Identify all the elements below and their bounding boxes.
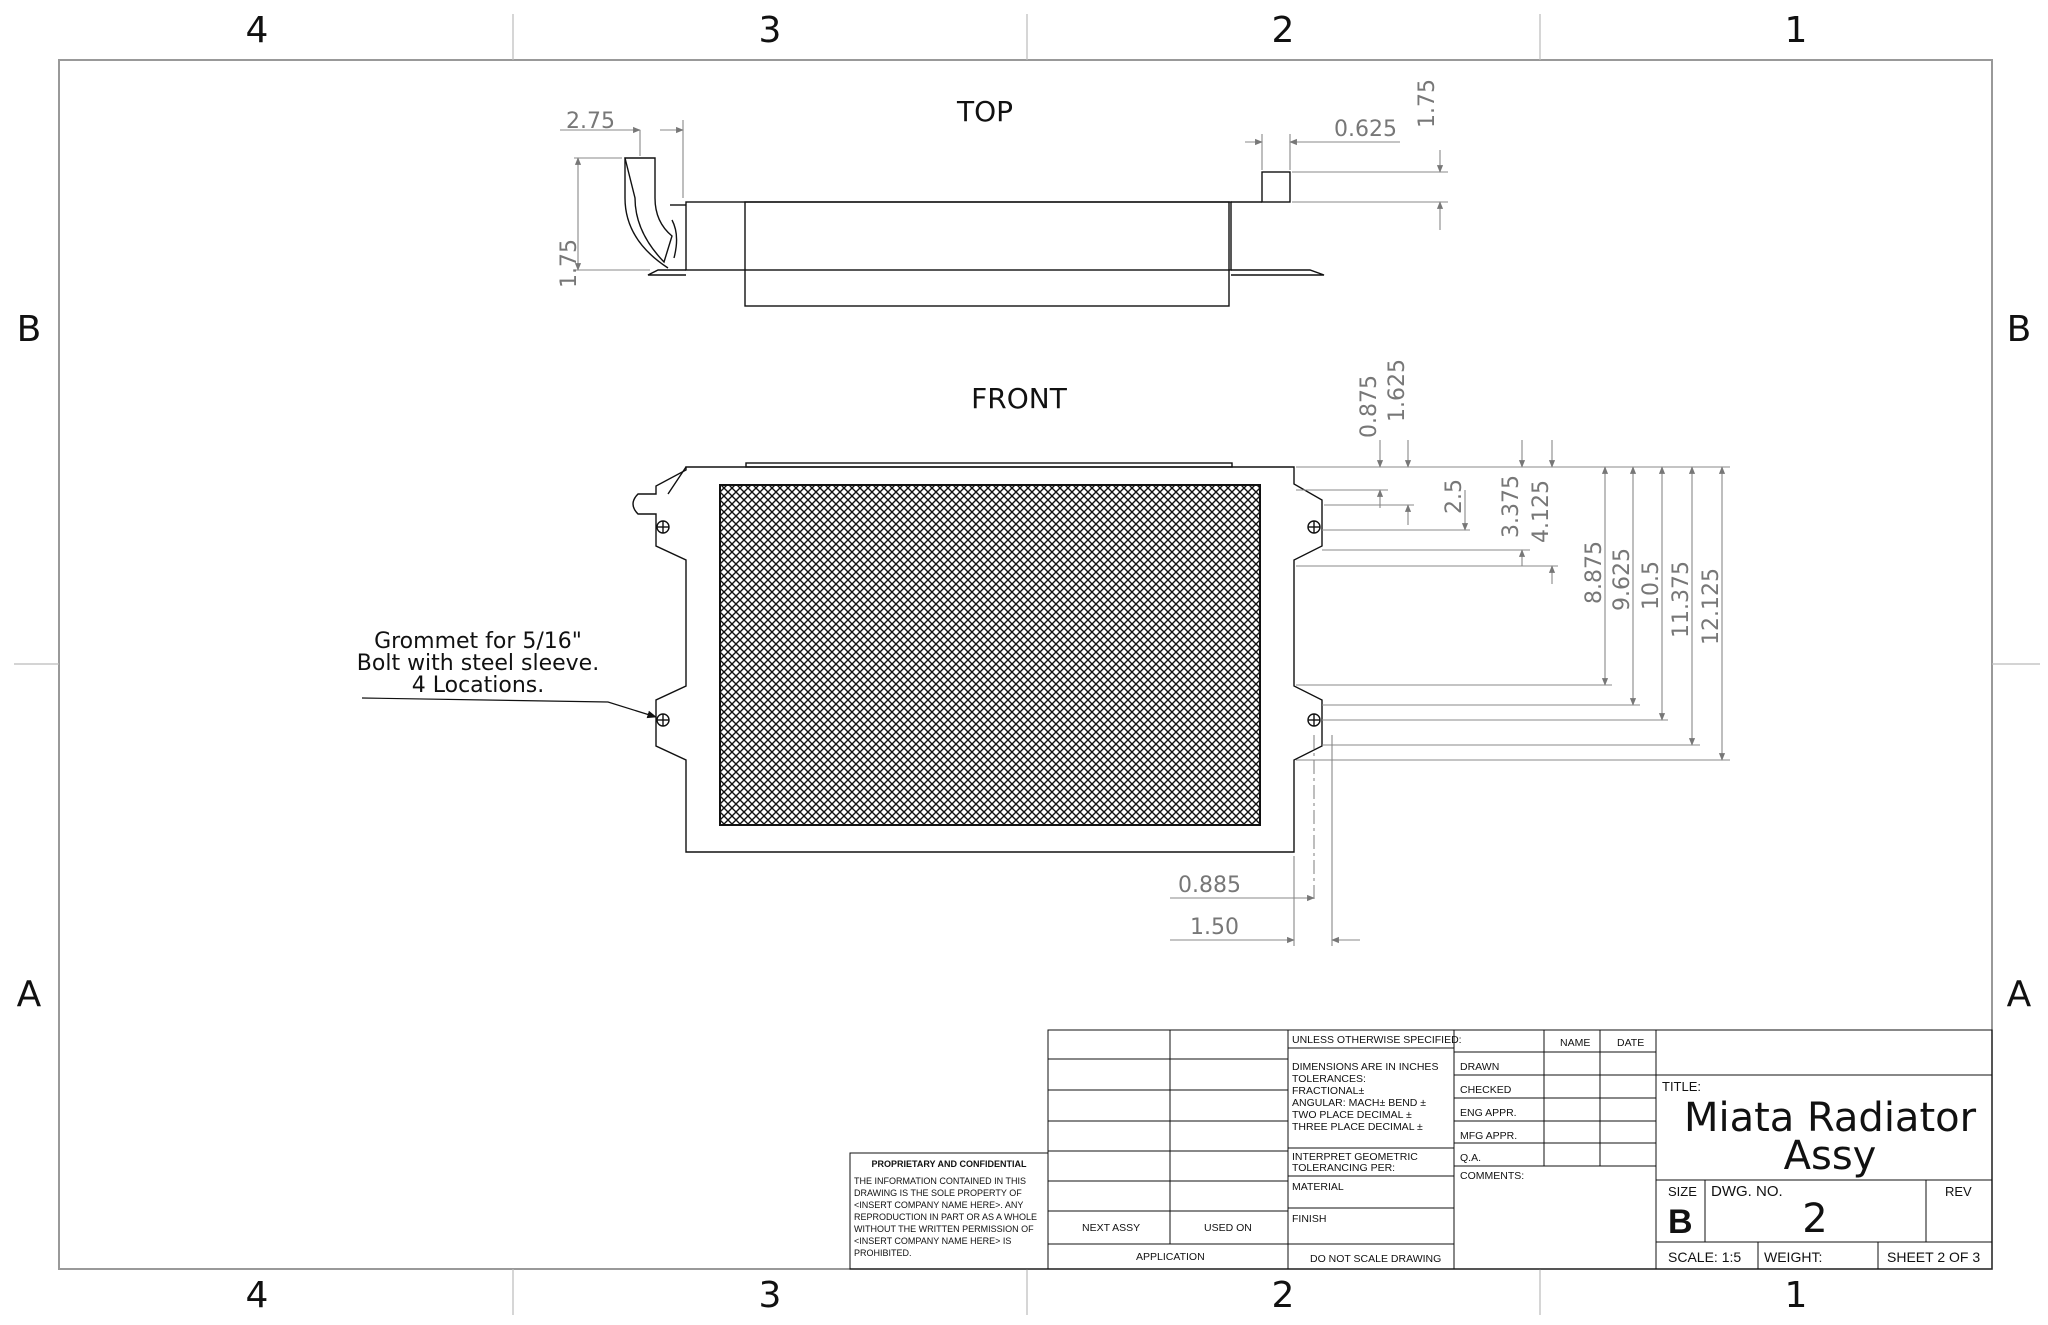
- top-view-label: TOP: [956, 95, 1013, 128]
- zone-row-a-right: A: [2007, 974, 2032, 1015]
- dwg-no-label: DWG. NO.: [1711, 1183, 1783, 1200]
- tolerance-line: TOLERANCES:: [1292, 1073, 1366, 1085]
- front-view-label: FRONT: [971, 382, 1068, 415]
- zone-col-4-bottom: 4: [246, 1275, 269, 1316]
- drawing-title-line-2: Assy: [1784, 1133, 1877, 1179]
- zone-ticks: [14, 14, 2040, 1315]
- dim-11-375: 11.375: [1669, 561, 1694, 638]
- dim-3-375: 3.375: [1499, 475, 1524, 538]
- tolerance-line: ANGULAR: MACH± BEND ±: [1292, 1097, 1426, 1109]
- signoff-eng-appr: ENG APPR.: [1460, 1107, 1517, 1119]
- drawing-title-line-1: Miata Radiator: [1684, 1095, 1977, 1141]
- proprietary-line: WITHOUT THE WRITTEN PERMISSION OF: [854, 1224, 1034, 1234]
- comments-label: COMMENTS:: [1460, 1170, 1524, 1182]
- unless-specified-label: UNLESS OTHERWISE SPECIFIED:: [1292, 1034, 1462, 1046]
- dim-2-5: 2.5: [1442, 479, 1467, 514]
- top-view: [624, 157, 1325, 307]
- used-on-label: USED ON: [1204, 1222, 1252, 1234]
- proprietary-line: <INSERT COMPANY NAME HERE> IS: [854, 1236, 1011, 1246]
- dwg-no-value: 2: [1802, 1196, 1827, 1242]
- dim-1-50: 1.50: [1190, 915, 1239, 940]
- application-label: APPLICATION: [1136, 1251, 1205, 1263]
- interpret-line-2: TOLERANCING PER:: [1292, 1162, 1395, 1174]
- note-line-1: Grommet for 5/16": [374, 629, 582, 654]
- grommet-note: Grommet for 5/16" Bolt with steel sleeve…: [357, 629, 657, 719]
- dim-2-75: 2.75: [566, 109, 615, 134]
- zone-col-2-top: 2: [1272, 10, 1295, 51]
- dim-0-885: 0.885: [1178, 873, 1241, 898]
- material-label: MATERIAL: [1292, 1181, 1344, 1193]
- dim-1-75-left: 1.75: [557, 239, 582, 288]
- zone-col-1-bottom: 1: [1785, 1275, 1808, 1316]
- zone-col-4-top: 4: [246, 10, 269, 51]
- size-value: B: [1668, 1203, 1693, 1241]
- proprietary-notice: PROPRIETARY AND CONFIDENTIAL THE INFORMA…: [849, 1152, 1049, 1270]
- title-label: TITLE:: [1662, 1079, 1701, 1094]
- tolerance-line: THREE PLACE DECIMAL ±: [1292, 1121, 1423, 1133]
- dim-9-625: 9.625: [1610, 548, 1635, 611]
- interpret-line-1: INTERPRET GEOMETRIC: [1292, 1151, 1418, 1163]
- dim-12-125: 12.125: [1699, 568, 1724, 645]
- zone-row-b-right: B: [2007, 309, 2032, 350]
- proprietary-heading: PROPRIETARY AND CONFIDENTIAL: [871, 1159, 1027, 1169]
- radiator-core-mesh: [719, 484, 1261, 826]
- proprietary-line: THE INFORMATION CONTAINED IN THIS: [854, 1176, 1026, 1186]
- do-not-scale-label: DO NOT SCALE DRAWING: [1310, 1253, 1441, 1265]
- size-label: SIZE: [1668, 1184, 1697, 1199]
- zone-col-2-bottom: 2: [1272, 1275, 1295, 1316]
- note-line-3: 4 Locations.: [412, 673, 545, 698]
- date-header: DATE: [1617, 1037, 1644, 1049]
- weight-label: WEIGHT:: [1764, 1249, 1822, 1265]
- proprietary-line: PROHIBITED.: [854, 1248, 912, 1258]
- dim-0-875: 0.875: [1357, 375, 1382, 438]
- grommet-hole: [656, 520, 1321, 727]
- signoff-drawn: DRAWN: [1460, 1061, 1499, 1073]
- note-line-2: Bolt with steel sleeve.: [357, 651, 599, 676]
- proprietary-line: REPRODUCTION IN PART OR AS A WHOLE: [854, 1212, 1037, 1222]
- tolerance-line: TWO PLACE DECIMAL ±: [1292, 1109, 1412, 1121]
- rev-label: REV: [1945, 1184, 1972, 1199]
- scale-value: SCALE: 1:5: [1668, 1249, 1741, 1265]
- dim-1-75-right: 1.75: [1415, 79, 1440, 128]
- next-assy-label: NEXT ASSY: [1082, 1222, 1140, 1234]
- front-view: [632, 462, 1323, 853]
- tolerance-line: FRACTIONAL±: [1292, 1085, 1365, 1097]
- dim-1-625: 1.625: [1385, 359, 1410, 422]
- title-block: [1047, 1029, 1993, 1270]
- signoff-mfg-appr: MFG APPR.: [1460, 1130, 1517, 1142]
- dim-4-125: 4.125: [1529, 480, 1554, 543]
- front-view-dimensions: 0.875 1.625 2.5 3.375 4.125 8.875 9.625 …: [1170, 359, 1730, 946]
- proprietary-line: DRAWING IS THE SOLE PROPERTY OF: [854, 1188, 1022, 1198]
- signoff-qa: Q.A.: [1460, 1152, 1481, 1164]
- zone-col-1-top: 1: [1785, 10, 1808, 51]
- top-view-dimensions: 2.75 1.75 0.625 1.75: [557, 79, 1448, 288]
- sheet-value: SHEET 2 OF 3: [1887, 1249, 1980, 1265]
- zone-row-a-left: A: [17, 974, 42, 1015]
- signoff-checked: CHECKED: [1460, 1084, 1512, 1096]
- zone-row-b-left: B: [17, 309, 42, 350]
- name-header: NAME: [1560, 1037, 1590, 1049]
- zone-col-3-bottom: 3: [759, 1275, 782, 1316]
- dim-0-625: 0.625: [1334, 117, 1397, 142]
- finish-label: FINISH: [1292, 1213, 1326, 1225]
- tolerance-line: DIMENSIONS ARE IN INCHES: [1292, 1061, 1438, 1073]
- dim-10-5: 10.5: [1639, 561, 1664, 610]
- dim-8-875: 8.875: [1582, 541, 1607, 604]
- title-block-text: NEXT ASSY USED ON APPLICATION UNLESS OTH…: [1082, 1034, 1980, 1265]
- zone-col-3-top: 3: [759, 10, 782, 51]
- proprietary-line: <INSERT COMPANY NAME HERE>. ANY: [854, 1200, 1023, 1210]
